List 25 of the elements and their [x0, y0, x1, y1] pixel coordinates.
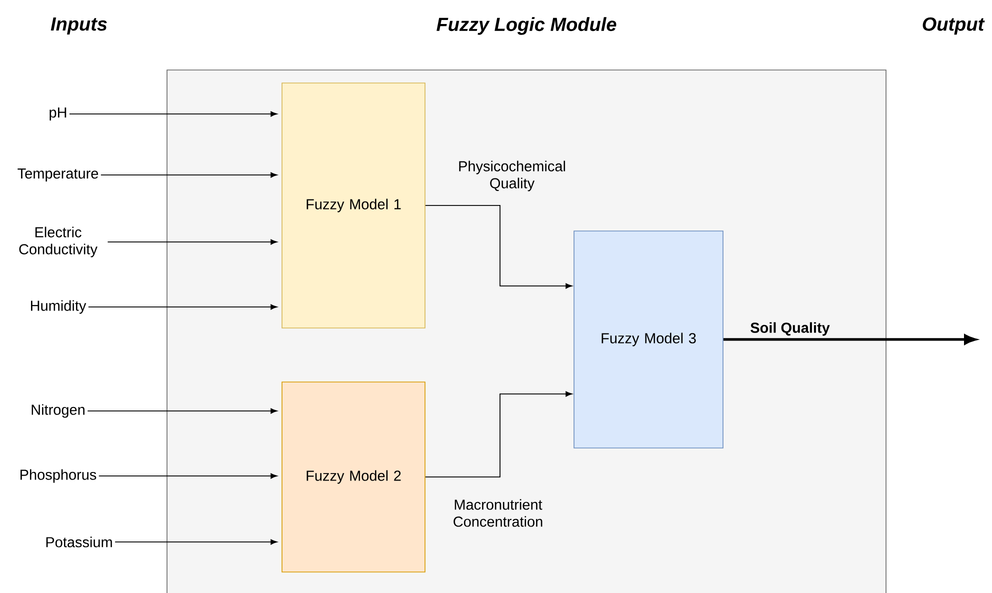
arrow: [107, 239, 278, 245]
arrow: [88, 304, 278, 310]
edge-label: Macronutrient Concentration: [454, 499, 542, 527]
input-label: Temperature: [18, 168, 98, 182]
column-heading: Output: [922, 17, 985, 35]
node-label: Fuzzy Logic Module: [436, 17, 616, 35]
input-label: Potassium: [46, 536, 112, 548]
input-label: Electric Conductivity: [19, 226, 98, 258]
model-box: Fuzzy Model 1: [282, 82, 426, 328]
arrow: [98, 473, 278, 479]
input-label: Nitrogen: [32, 404, 84, 418]
model-box: Fuzzy Model 2: [282, 382, 426, 572]
input-label: Humidity: [31, 300, 86, 314]
input-label: pH: [50, 108, 66, 120]
arrow: [69, 111, 278, 117]
edge-label: Physicochemical Quality: [459, 160, 566, 192]
input-label: Phosphorus: [20, 469, 96, 483]
arrow: [100, 172, 278, 178]
model-box: Fuzzy Model 3: [574, 230, 724, 448]
arrow: [424, 391, 572, 478]
arrow: [114, 539, 278, 545]
column-heading: Inputs: [50, 18, 107, 34]
arrow: [424, 205, 572, 289]
edge-label: Soil Quality: [750, 322, 830, 336]
arrow: [87, 408, 278, 414]
